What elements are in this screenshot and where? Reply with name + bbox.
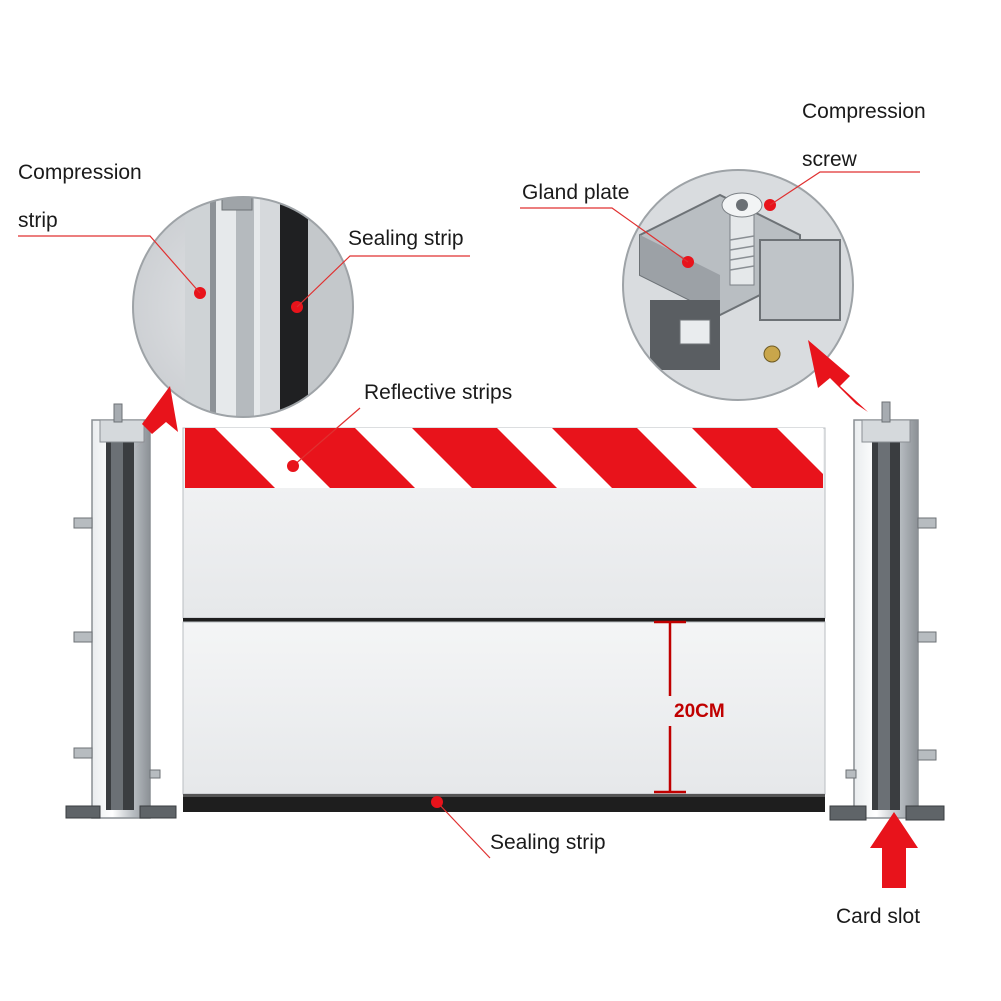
- gland-plate-label: Gland plate: [522, 181, 630, 204]
- card-slot-label: Card slot: [836, 905, 921, 928]
- sealing-strip-top-label: Sealing strip: [348, 227, 464, 250]
- reflective-strips-label: Reflective strips: [364, 381, 513, 404]
- left-rail-bolts: [73, 517, 161, 779]
- right-rail: [829, 401, 945, 821]
- left-rail: [65, 403, 177, 819]
- sealing-strip-bottom-label: Sealing strip: [490, 831, 606, 854]
- reflective-strip-marker: [287, 460, 299, 472]
- compression-screw-label-line1: Compression: [802, 100, 926, 123]
- right-rail-bolts: [845, 517, 937, 779]
- compression-screw-label-line2: screw: [802, 148, 857, 171]
- reflective-strips: [185, 428, 823, 488]
- compression-strip-label-line2: strip: [18, 209, 58, 232]
- red-block-arrow: [124, 340, 918, 888]
- compression-strip-label-line1: Compression: [18, 161, 142, 184]
- left-zoom-detail: [132, 196, 354, 418]
- leader-lines: [18, 171, 920, 859]
- panel-height-label: 20CM: [674, 701, 725, 722]
- bottom-sealing-marker: [431, 796, 443, 808]
- height-dimension: [654, 620, 686, 794]
